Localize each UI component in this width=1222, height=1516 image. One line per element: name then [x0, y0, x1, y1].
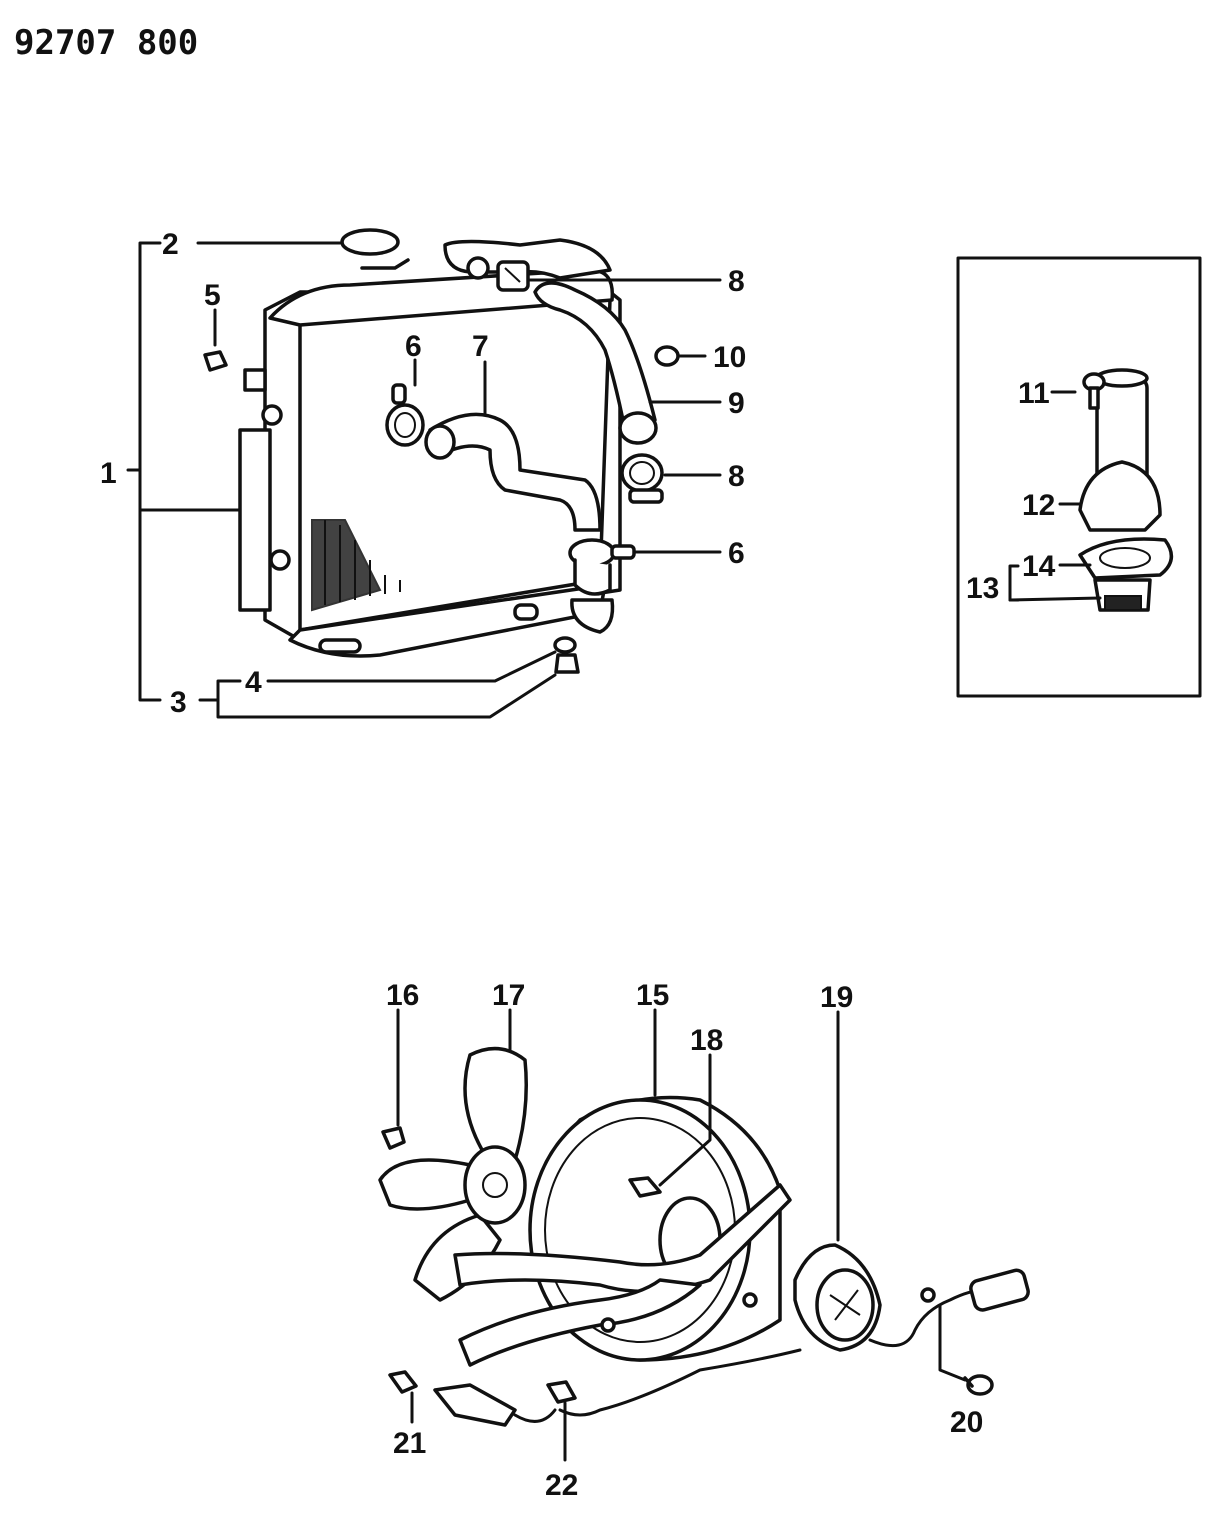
part-15-fan-shroud: [528, 1095, 782, 1362]
callout-11: 11: [1018, 377, 1050, 410]
part-6-upper-hose-clamp: [385, 383, 425, 447]
part-20-screw: [963, 1374, 994, 1396]
callout-7: 7: [472, 330, 489, 363]
callout-17: 17: [492, 979, 525, 1012]
callout-3: 3: [170, 686, 187, 719]
part-2-radiator-cap: [340, 228, 410, 270]
radiator-core: [238, 268, 622, 658]
callout-13: 13: [966, 572, 999, 605]
part-22-clip: [546, 1380, 577, 1404]
callout-6-upper: 6: [405, 330, 422, 363]
part-5-clip: [203, 350, 228, 372]
part-19-fan-motor: [793, 1243, 882, 1352]
callout-18: 18: [690, 1024, 723, 1057]
callout-10: 10: [713, 341, 746, 374]
part-8-lower-clamp: [620, 453, 664, 504]
part-14-gasket: [1078, 537, 1174, 580]
callout-14: 14: [1022, 550, 1056, 583]
callout-16: 16: [386, 979, 419, 1012]
callout-19: 19: [820, 981, 853, 1014]
part-11-bolt: [1082, 372, 1106, 410]
callout-22: 22: [545, 1469, 578, 1502]
part-21-clip: [388, 1370, 418, 1394]
harness-connector: [433, 1383, 557, 1427]
callout-2: 2: [162, 228, 179, 261]
part-16-clip: [381, 1126, 406, 1150]
inset-frame: [956, 256, 1202, 698]
part-18-clip: [628, 1176, 662, 1198]
part-4-drain-plug: [553, 636, 580, 674]
callout-20: 20: [950, 1406, 983, 1439]
part-6-lower-hose-clamp: [568, 538, 636, 634]
fan-motor-bracket: [453, 1183, 792, 1367]
wiring-harness: [558, 1268, 1030, 1417]
callout-1: 1: [100, 457, 117, 490]
radiator-assembly: 2 5 1 6 7 8: [100, 228, 746, 719]
part-13-thermostat: [1093, 578, 1152, 612]
fan-assembly: 15 17 16 18: [378, 979, 1030, 1502]
part-7-lower-hose: [428, 412, 602, 532]
bracket-1: [138, 241, 162, 702]
radiator-fins: [311, 519, 401, 612]
callout-15: 15: [636, 979, 669, 1012]
part-8-upper-clamp: [496, 260, 530, 292]
callout-5: 5: [204, 279, 221, 312]
part-12-water-outlet: [1078, 368, 1162, 532]
diagram-code: 92707 800: [14, 23, 198, 63]
callout-6-lower: 6: [728, 537, 745, 570]
part-10-plug: [654, 345, 680, 367]
thermostat-inset: 11 12 14 13: [956, 256, 1202, 698]
callout-12: 12: [1022, 489, 1055, 522]
callout-9: 9: [728, 387, 745, 420]
callout-21: 21: [393, 1427, 426, 1460]
callout-8-upper: 8: [728, 265, 745, 298]
callout-4: 4: [245, 666, 262, 699]
callout-8-lower: 8: [728, 460, 745, 493]
